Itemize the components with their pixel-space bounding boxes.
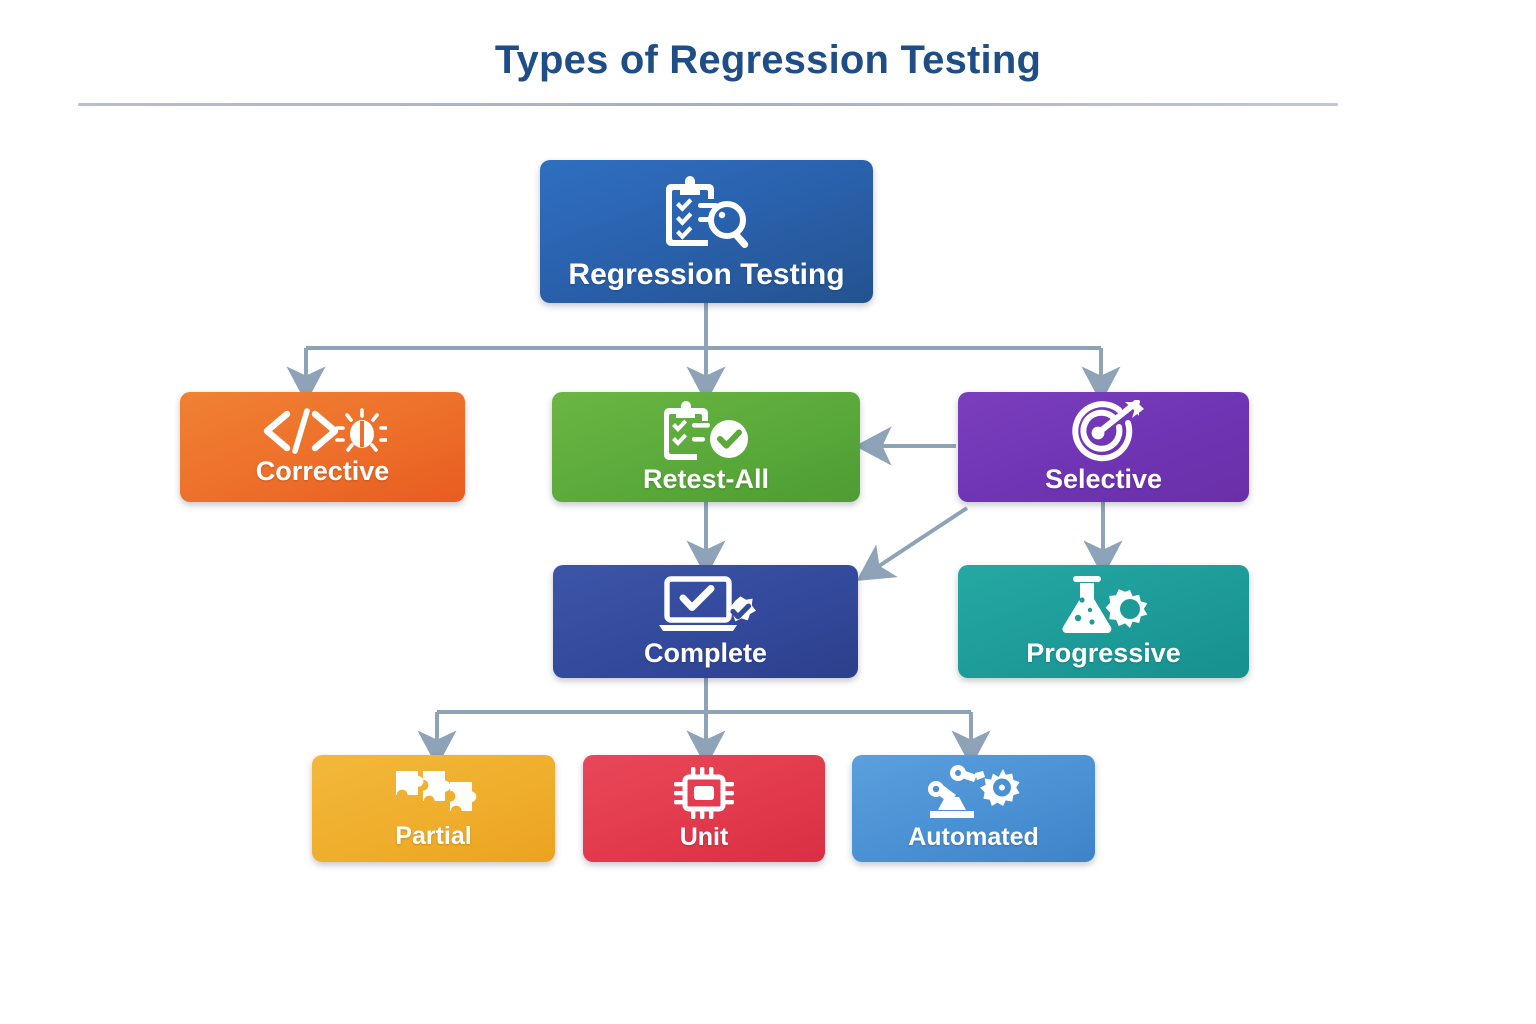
node-selective[interactable]: Selective	[958, 392, 1249, 502]
node-label: Selective	[1044, 463, 1163, 494]
node-label: Regression Testing	[568, 257, 845, 291]
code-bug-icon	[259, 407, 389, 454]
node-automated[interactable]: Automated	[852, 755, 1095, 862]
node-label: Retest-All	[642, 463, 770, 494]
microchip-icon	[671, 765, 737, 821]
node-label: Partial	[395, 822, 472, 850]
laptop-verified-icon	[653, 574, 759, 636]
flask-gear-icon	[1056, 574, 1152, 636]
node-corrective[interactable]: Corrective	[180, 392, 465, 502]
clipboard-check-icon	[657, 400, 755, 462]
node-partial[interactable]: Partial	[312, 755, 555, 862]
clipboard-checklist-magnifier-icon	[653, 172, 761, 252]
node-retest-all[interactable]: Retest-All	[552, 392, 860, 502]
node-regression-testing[interactable]: Regression Testing	[540, 160, 873, 303]
edge-selective-to-complete	[856, 506, 969, 581]
node-label: Complete	[643, 638, 768, 668]
page-title: Types of Regression Testing	[494, 38, 1042, 82]
node-label: Unit	[679, 823, 729, 851]
node-unit[interactable]: Unit	[583, 755, 825, 862]
node-label: Progressive	[1026, 638, 1181, 668]
node-complete[interactable]: Complete	[553, 565, 858, 678]
robot-arm-gear-icon	[923, 765, 1025, 821]
target-arrow-icon	[1061, 398, 1147, 462]
title-divider	[78, 103, 1338, 106]
node-label: Corrective	[255, 455, 390, 486]
node-progressive[interactable]: Progressive	[958, 565, 1249, 678]
node-label: Automated	[908, 823, 1039, 851]
puzzle-pieces-icon	[390, 766, 478, 820]
